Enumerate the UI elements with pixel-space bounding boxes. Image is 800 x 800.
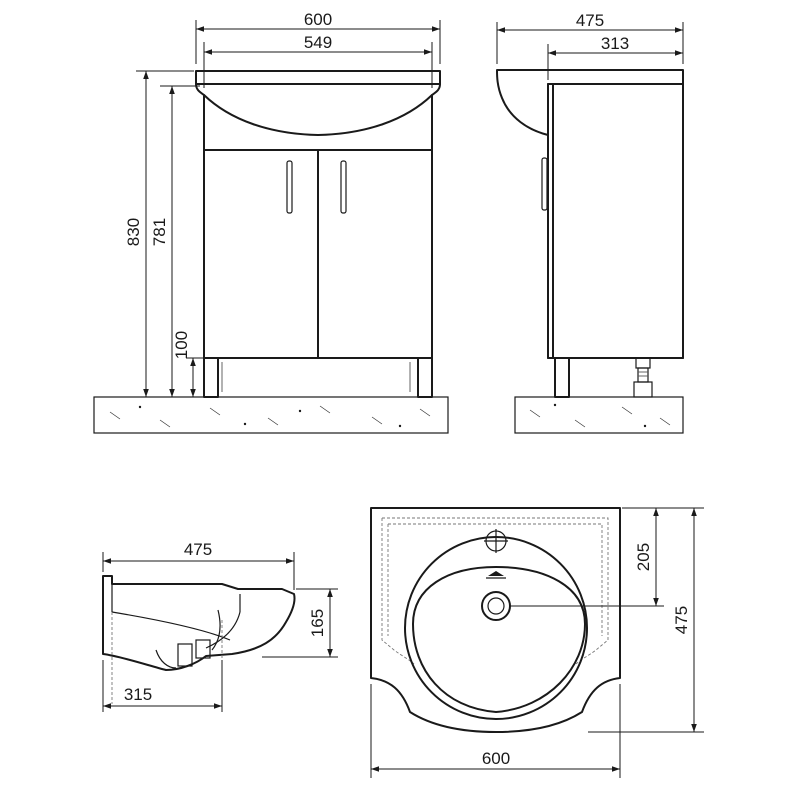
basin-side-section-view: 475 165 315 xyxy=(102,540,338,712)
basin-side-outline xyxy=(102,575,296,671)
side-adjustable-foot xyxy=(633,357,653,398)
side-front-leg xyxy=(554,357,570,398)
dim-basin-top-depth: 475 xyxy=(672,606,691,634)
basin-top-view: 205 475 600 xyxy=(370,507,704,778)
dim-front-leg-height: 100 xyxy=(172,331,191,359)
dim-basin-top-width: 600 xyxy=(482,749,510,768)
dim-basin-side-depth: 475 xyxy=(184,540,212,559)
basin-top-bowl xyxy=(412,566,586,713)
basin-top-outline xyxy=(370,507,621,733)
front-left-leg xyxy=(203,357,219,398)
front-right-door-handle xyxy=(340,160,347,214)
side-basin-profile xyxy=(496,69,684,136)
side-door-handle xyxy=(541,157,548,211)
dim-front-cabinet-height: 781 xyxy=(150,218,169,246)
dim-front-total-height: 830 xyxy=(124,218,143,246)
drain-icon xyxy=(481,591,511,621)
dim-side-overall-depth: 475 xyxy=(576,11,604,30)
dim-front-overall-width: 600 xyxy=(304,10,332,29)
side-elevation-view: 475 313 xyxy=(496,11,684,434)
dim-basin-side-height: 165 xyxy=(308,609,327,637)
side-floor xyxy=(514,396,684,434)
front-basin xyxy=(195,70,441,136)
tap-hole-icon xyxy=(484,529,508,553)
front-cabinet xyxy=(203,94,433,398)
overflow-icon xyxy=(486,571,506,579)
dim-basin-side-base-depth: 315 xyxy=(124,685,152,704)
dim-front-inner-width: 549 xyxy=(304,33,332,52)
front-left-door-handle xyxy=(286,160,293,214)
dim-basin-top-tap-offset: 205 xyxy=(634,543,653,571)
dim-side-cabinet-depth: 313 xyxy=(601,34,629,53)
front-floor xyxy=(93,396,449,434)
front-right-leg xyxy=(417,357,433,398)
side-cabinet xyxy=(541,83,684,398)
front-elevation-view: 600 549 830 781 100 xyxy=(93,10,449,434)
basin-top-rim xyxy=(404,536,588,720)
